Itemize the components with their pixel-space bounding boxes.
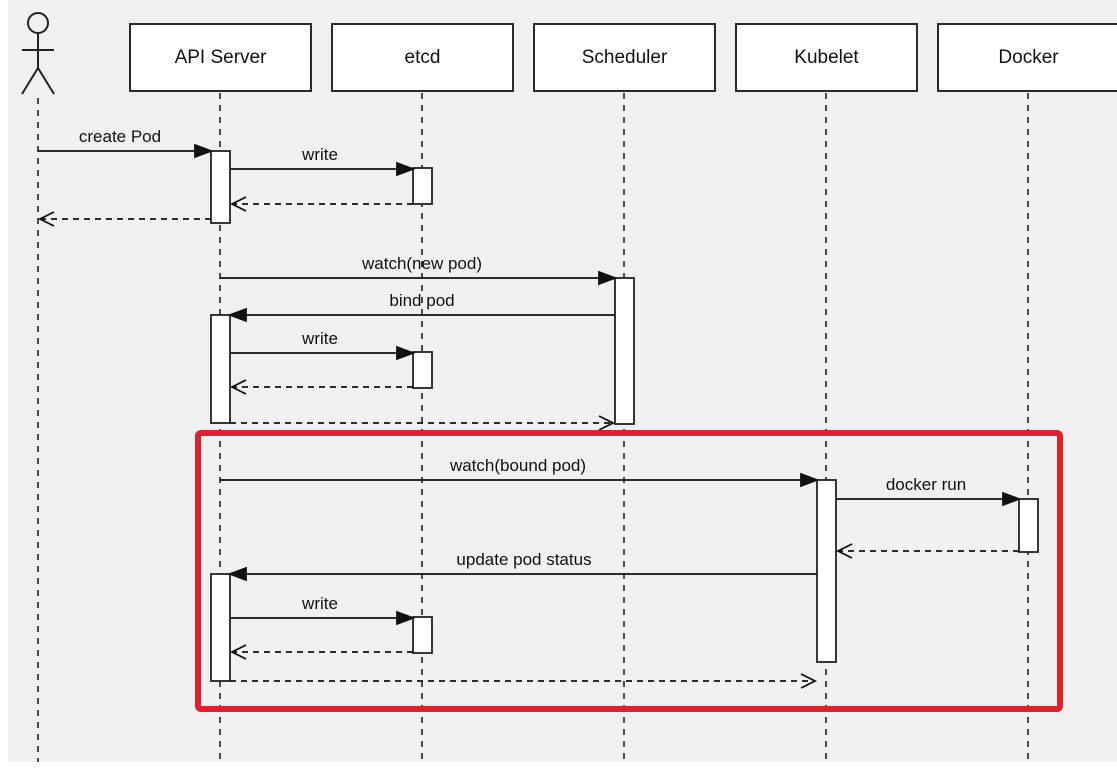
open-arrowhead-icon xyxy=(229,379,247,395)
participant-api-server: API Server xyxy=(129,23,312,92)
activation-bar xyxy=(412,616,433,654)
activation-bar xyxy=(412,351,433,389)
open-arrowhead-icon xyxy=(800,673,818,689)
label-watch-bound-pod: watch(bound pod) xyxy=(449,456,586,475)
open-arrowhead-icon xyxy=(37,211,55,227)
label-watch-new-pod: watch(new pod) xyxy=(361,254,482,273)
diagram-background xyxy=(8,0,1117,762)
activation-bar xyxy=(412,167,433,205)
open-arrowhead-icon xyxy=(835,543,853,559)
participant-scheduler: Scheduler xyxy=(533,23,716,92)
activation-bar xyxy=(614,277,635,425)
label-update-pod-status: update pod status xyxy=(456,550,591,569)
participant-kubelet: Kubelet xyxy=(735,23,918,92)
highlight-box xyxy=(195,430,1063,712)
arrowhead-icon xyxy=(800,472,820,488)
activation-bar xyxy=(816,479,837,663)
label-write: write xyxy=(301,329,338,348)
arrowhead-icon xyxy=(396,610,416,626)
arrowhead-icon xyxy=(598,270,618,286)
arrowhead-icon xyxy=(396,345,416,361)
label-write: write xyxy=(301,145,338,164)
label-write: write xyxy=(301,594,338,613)
arrowhead-icon xyxy=(396,161,416,177)
activation-bar xyxy=(210,573,231,682)
label-docker-run: docker run xyxy=(886,475,966,494)
open-arrowhead-icon xyxy=(229,644,247,660)
activation-bar xyxy=(210,150,231,224)
open-arrowhead-icon xyxy=(229,196,247,212)
arrowhead-icon xyxy=(194,143,214,159)
arrowhead-icon xyxy=(1002,491,1022,507)
participant-etcd: etcd xyxy=(331,23,514,92)
label-bind-pod: bind pod xyxy=(389,291,454,310)
arrowhead-icon xyxy=(227,307,247,323)
participant-docker: Docker xyxy=(937,23,1117,92)
open-arrowhead-icon xyxy=(598,415,616,431)
activation-bar xyxy=(1018,498,1039,553)
actor-icon xyxy=(21,12,55,95)
arrowhead-icon xyxy=(227,566,247,582)
activation-bar xyxy=(210,314,231,424)
label-create-pod: create Pod xyxy=(79,127,161,146)
